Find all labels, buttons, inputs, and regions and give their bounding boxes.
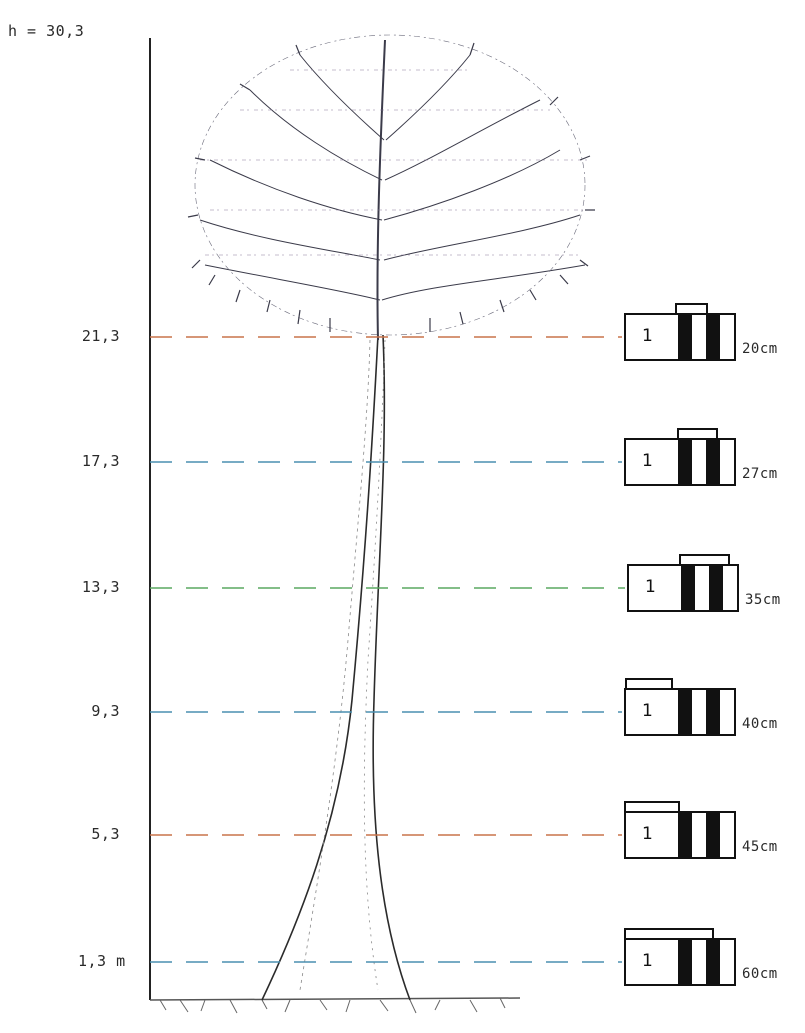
height-tick-label: 17,3: [0, 452, 120, 470]
height-tick-label: 13,3: [0, 578, 120, 596]
ground: [150, 998, 520, 1000]
gauge-bar: [681, 566, 695, 610]
height-tick-label: 9,3: [0, 702, 120, 720]
caliper-gauge: 1: [624, 938, 736, 986]
gauge-number: 1: [642, 451, 653, 471]
gauge-bar: [678, 940, 692, 984]
caliper-bracket: [675, 303, 708, 313]
diameter-label: 45cm: [742, 839, 778, 855]
diameter-label: 40cm: [742, 716, 778, 732]
caliper-gauge: 1: [624, 438, 736, 486]
caliper-bracket: [679, 554, 730, 564]
gauge-bar: [678, 440, 692, 484]
unit-suffix: m: [107, 952, 126, 970]
gauge-bar: [678, 813, 692, 857]
height-value: 1,3: [78, 952, 107, 970]
gauge-bar: [706, 315, 720, 359]
gauge-bar: [706, 940, 720, 984]
diameter-label: 35cm: [745, 592, 781, 608]
diameter-label: 27cm: [742, 466, 778, 482]
gauge-bar: [709, 566, 723, 610]
gauge-bar: [678, 315, 692, 359]
caliper-bracket: [677, 428, 718, 438]
gauge-bar: [706, 440, 720, 484]
height-value: 5,3: [91, 825, 120, 843]
tree-crown: [188, 35, 595, 340]
height-tick-label: 21,3: [0, 327, 120, 345]
caliper-bracket: [625, 678, 673, 688]
gauge-bar: [678, 690, 692, 734]
caliper-gauge: 1: [624, 688, 736, 736]
height-tick-label: 5,3: [0, 825, 120, 843]
height-value: 9,3: [91, 702, 120, 720]
gauge-number: 1: [642, 701, 653, 721]
height-tick-label: 1,3 m: [78, 952, 228, 970]
caliper-gauge: 1: [627, 564, 739, 612]
height-value: 13,3: [82, 578, 120, 596]
diameter-label: 20cm: [742, 341, 778, 357]
caliper-bracket: [624, 928, 714, 938]
tree-trunk: [262, 335, 410, 1000]
total-height-label: h = 30,3: [8, 22, 84, 40]
gauge-bar: [706, 813, 720, 857]
gauge-number: 1: [645, 577, 656, 597]
gauge-number: 1: [642, 824, 653, 844]
gauge-number: 1: [642, 326, 653, 346]
height-value: 17,3: [82, 452, 120, 470]
diameter-label: 60cm: [742, 966, 778, 982]
height-value: 21,3: [82, 327, 120, 345]
caliper-gauge: 1: [624, 313, 736, 361]
caliper-gauge: 1: [624, 811, 736, 859]
caliper-bracket: [624, 801, 680, 811]
measurement-lines: [150, 337, 625, 962]
gauge-bar: [706, 690, 720, 734]
gauge-number: 1: [642, 951, 653, 971]
